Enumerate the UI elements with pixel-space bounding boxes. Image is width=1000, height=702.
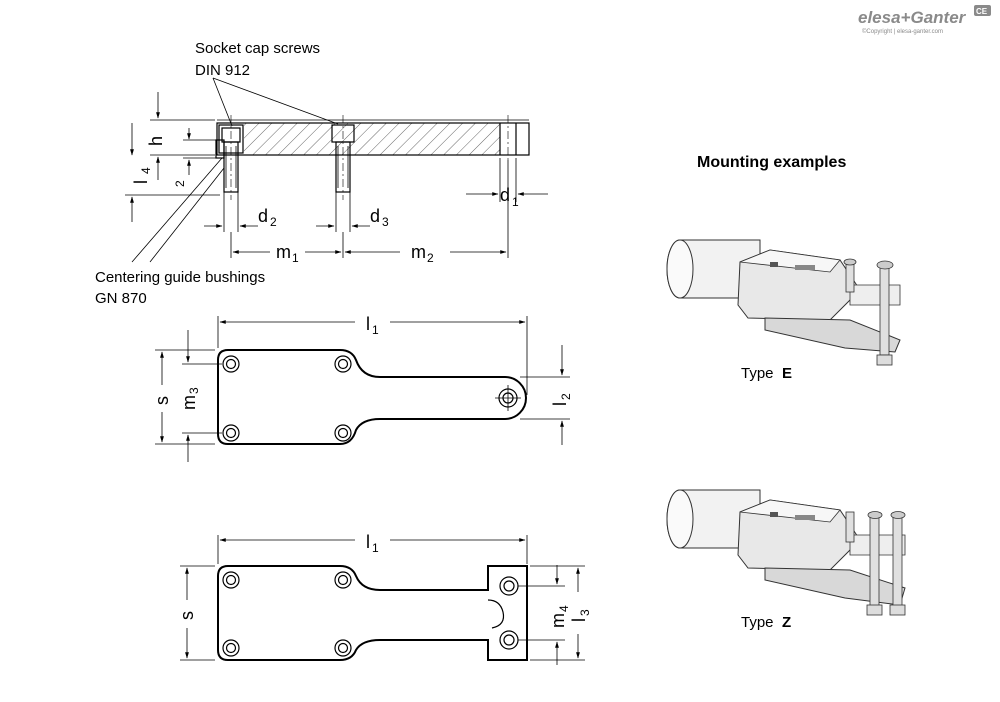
dim-l4-sub: 4 [139, 167, 153, 174]
dim-m3-sub: 3 [187, 387, 201, 394]
section-view [215, 115, 530, 200]
type-z-label-letter: Z [782, 614, 791, 631]
type-z-label-prefix: Type [741, 614, 774, 631]
dim-m4-l3: m 4 l 3 [518, 565, 592, 665]
dim-d3-letter: d [370, 206, 380, 226]
type-e-label-letter: E [782, 365, 792, 382]
dim-l2-sub: 2 [559, 393, 573, 400]
mounting-examples-heading: Mounting examples [697, 154, 846, 171]
dim-2: 2 [173, 128, 216, 187]
dim-s-e-label: s [152, 396, 172, 405]
dim-l1-e: l 1 [217, 314, 528, 395]
dim-h: h [146, 92, 215, 180]
dim-l3-sub: 3 [578, 609, 592, 616]
dim-d1-sub: 1 [512, 195, 519, 209]
din-912-label: DIN 912 [195, 62, 250, 79]
brand-logo: elesa+Ganter CE ©Copyright | elesa-gante… [858, 5, 991, 35]
mounting-example-type-e [666, 239, 901, 366]
dim-l2-letter: l [550, 402, 570, 406]
dim-m4-sub: 4 [557, 605, 571, 612]
dim-l3-letter: l [569, 618, 589, 622]
copyright-text: ©Copyright | elesa-ganter.com [862, 28, 943, 35]
dim-m4-letter: m [548, 613, 568, 628]
dim-d2-letter: d [258, 206, 268, 226]
screw-leaders [131, 77, 339, 263]
mounting-example-type-z [666, 489, 906, 616]
dim-l1-z: l 1 [217, 532, 528, 564]
dim-m1-m2: m 1 m 2 [230, 160, 509, 265]
dim-l1-z-letter: l [366, 532, 370, 552]
dim-d2: d 2 [204, 192, 277, 232]
dim-l4: l 4 [125, 123, 220, 222]
socket-cap-screws-label: Socket cap screws [195, 40, 320, 57]
dim-m3-letter: m [179, 395, 199, 410]
dim-2-label: 2 [173, 180, 187, 187]
dim-m1-sub: 1 [292, 251, 299, 265]
plan-view-type-e [217, 349, 527, 445]
dim-l1-e-sub: 1 [372, 323, 379, 337]
dim-s-z-label: s [177, 611, 197, 620]
dim-m1-letter: m [276, 242, 291, 262]
dim-l2: l 2 [520, 345, 573, 445]
dim-l1-z-sub: 1 [372, 541, 379, 555]
dim-d3: d 3 [316, 192, 389, 232]
dim-m2-letter: m [411, 242, 426, 262]
dim-d1-letter: d [500, 185, 510, 205]
type-e-label-prefix: Type [741, 365, 774, 382]
dim-d3-sub: 3 [382, 215, 389, 229]
dim-h-label: h [146, 136, 166, 146]
dim-l1-e-letter: l [366, 314, 370, 334]
dim-s-z: s [177, 565, 215, 661]
dim-s-m3-e: s m 3 [152, 330, 222, 462]
plan-view-type-z [217, 565, 528, 661]
dim-l4-letter: l [131, 180, 151, 184]
dim-d1: d 1 [466, 158, 548, 209]
brand-text: elesa+Ganter [858, 8, 967, 27]
dim-m2-sub: 2 [427, 251, 434, 265]
centering-guide-bushings-label: Centering guide bushings [95, 269, 265, 286]
gn-870-label: GN 870 [95, 290, 147, 307]
ce-mark: CE [976, 7, 988, 16]
dim-d2-sub: 2 [270, 215, 277, 229]
